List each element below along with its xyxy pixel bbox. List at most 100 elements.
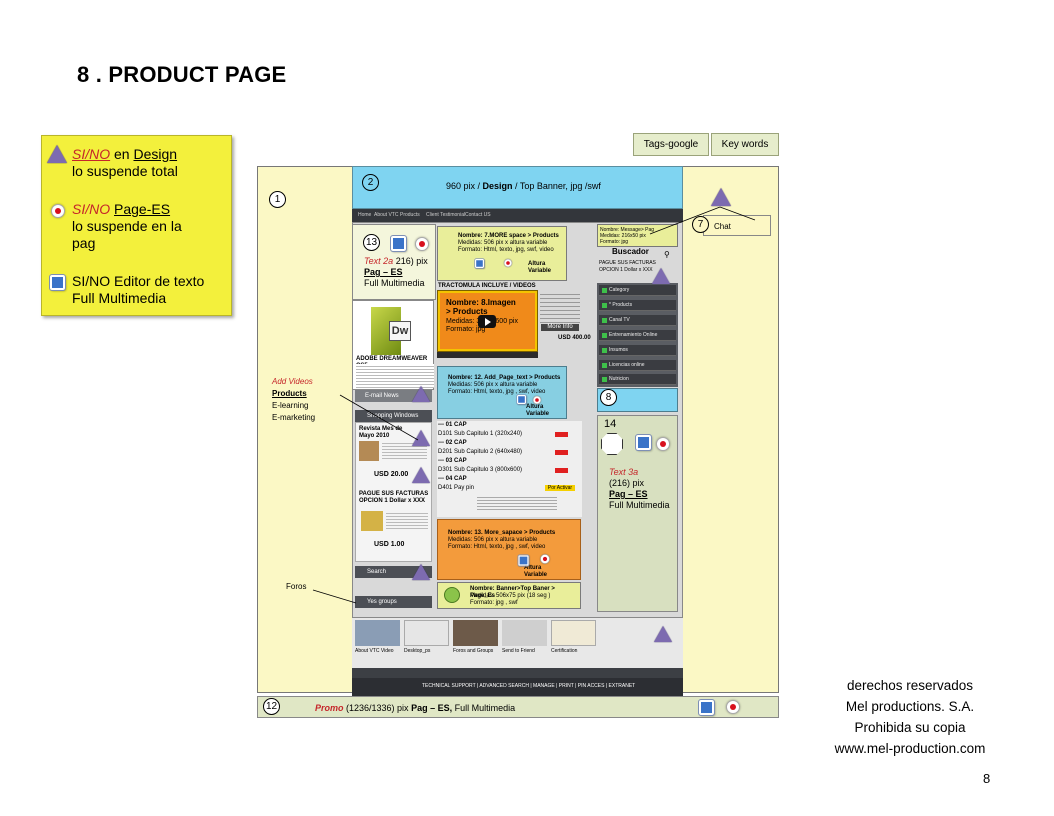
usd1-price: USD 1.00 bbox=[374, 541, 405, 548]
nav-products[interactable]: Products bbox=[400, 212, 420, 218]
add-videos-label: Add Videos bbox=[272, 377, 313, 386]
gallery-thumb-5[interactable] bbox=[551, 620, 596, 646]
chat-design-toggle-icon[interactable] bbox=[711, 188, 731, 206]
promo-text: Promo (1236/1336) pix Pag – ES, Full Mul… bbox=[315, 703, 516, 713]
cap2-badge[interactable] bbox=[555, 450, 568, 455]
cap1-badge[interactable] bbox=[555, 432, 568, 437]
text2a-editor-icon[interactable] bbox=[390, 235, 407, 252]
more-info-button[interactable]: More Info bbox=[541, 324, 579, 331]
gallery-thumb-2[interactable] bbox=[404, 620, 449, 646]
left-notes: Add Videos Products E-learning E-marketi… bbox=[272, 376, 315, 424]
por-activar-badge[interactable]: Por Activar bbox=[545, 485, 575, 491]
card7-editor-icon[interactable] bbox=[474, 258, 485, 269]
cap-04[interactable]: --- 04 CAP bbox=[438, 476, 467, 482]
cap-03[interactable]: --- 03 CAP bbox=[438, 458, 467, 464]
menu-entrenamiento[interactable]: Entrenamiento Online bbox=[599, 330, 676, 341]
menu-category[interactable]: Category bbox=[599, 285, 676, 296]
promo-editor-icon[interactable] bbox=[698, 699, 715, 716]
msg-size: Medidas: 216x50 pix bbox=[600, 233, 646, 239]
card12-editor-icon[interactable] bbox=[516, 394, 527, 405]
legend-design: SI/NO en Design lo suspende total bbox=[72, 146, 178, 179]
card13-record-icon[interactable] bbox=[540, 554, 550, 564]
footer-gallery: About VTC Video Desktop_ps Foros and Gro… bbox=[352, 618, 683, 668]
promo-record-icon[interactable] bbox=[726, 700, 740, 714]
marker-1: 1 bbox=[269, 191, 286, 208]
rights-line-4[interactable]: www.mel-production.com bbox=[834, 741, 986, 756]
gallery-thumb-1[interactable] bbox=[355, 620, 400, 646]
text3a-editor-icon[interactable] bbox=[635, 434, 652, 451]
menu-licencias[interactable]: Licencias online bbox=[599, 360, 676, 371]
promo-bar[interactable] bbox=[257, 696, 779, 718]
marker-12: 12 bbox=[263, 698, 280, 715]
gallery-label-2: Desktop_ps bbox=[404, 648, 431, 654]
design-toggle-icon[interactable] bbox=[47, 145, 67, 163]
marker-14: 14 bbox=[604, 418, 617, 430]
category-menu: Category * Products Canal TV Entrenamien… bbox=[597, 283, 678, 387]
menu-nutricion[interactable]: Nutricion bbox=[599, 374, 676, 385]
top-banner[interactable] bbox=[352, 166, 683, 209]
design-toggle-icon[interactable] bbox=[654, 626, 672, 642]
gallery-label-3: Foros and Groups bbox=[453, 648, 494, 654]
card12-format: Formato: Html, texto, jpg , swf, video bbox=[448, 389, 546, 395]
nav-about[interactable]: About VTC bbox=[374, 212, 399, 218]
cap3-badge[interactable] bbox=[555, 468, 568, 473]
nav-testimonial[interactable]: Client Testimonial bbox=[426, 212, 466, 218]
design-toggle-icon[interactable] bbox=[412, 430, 430, 446]
legend-panel: SI/NO en Design lo suspende total SI/NO … bbox=[41, 135, 232, 316]
page-es-record-icon[interactable] bbox=[51, 204, 65, 218]
gallery-label-1: About VTC Video bbox=[355, 648, 394, 654]
design-toggle-icon[interactable] bbox=[412, 564, 430, 580]
chat-box[interactable]: Chat bbox=[703, 215, 771, 236]
editor-square-icon[interactable] bbox=[49, 274, 66, 291]
card12-size: Medidas: 506 pix x altura variable bbox=[448, 382, 538, 388]
nav-contact[interactable]: Contact US bbox=[465, 212, 491, 218]
video-player[interactable]: Nombre: 8.Imagen > Products Medidas: 330… bbox=[437, 290, 538, 352]
buscador-label: Buscador bbox=[612, 247, 649, 256]
cap-line-1: D101 Sub Capitulo 1 (320x240) bbox=[438, 431, 523, 437]
text2a-record-icon[interactable] bbox=[415, 237, 429, 251]
shopping-bar[interactable]: Shopping Windows bbox=[355, 410, 432, 422]
usd400-price: USD 400.00 bbox=[558, 335, 591, 341]
card8-format: Formato: jpg bbox=[446, 326, 486, 333]
octagon-icon[interactable] bbox=[601, 433, 623, 455]
usd20-price: USD 20.00 bbox=[374, 471, 409, 478]
caps-list: --- 01 CAP D101 Sub Capitulo 1 (320x240)… bbox=[437, 421, 582, 517]
card-more-space[interactable]: Nombre: 7.MORE space > Products Medidas:… bbox=[437, 226, 567, 281]
video-controls[interactable] bbox=[437, 352, 538, 358]
message-card[interactable]: Nombre: Message> Pag Medidas: 216x50 pix… bbox=[597, 224, 678, 247]
play-button[interactable] bbox=[478, 315, 496, 328]
card12-record-icon[interactable] bbox=[532, 395, 542, 405]
design-toggle-icon[interactable] bbox=[652, 268, 670, 284]
nav-home[interactable]: Home bbox=[358, 212, 372, 218]
keywords-button[interactable]: Key words bbox=[711, 133, 779, 156]
cap-line-3: D301 Sub Capitulo 3 (800x600) bbox=[438, 467, 523, 473]
gallery-thumb-4[interactable] bbox=[502, 620, 547, 646]
buscador-search-icon[interactable]: ⚲ bbox=[664, 250, 670, 259]
card8-title: Nombre: 8.Imagen > Products bbox=[446, 298, 516, 316]
elearning-label: E-learning bbox=[272, 401, 309, 410]
card13-editor-icon[interactable] bbox=[517, 554, 530, 567]
cap-02[interactable]: --- 02 CAP bbox=[438, 440, 467, 446]
gallery-thumb-3[interactable] bbox=[453, 620, 498, 646]
legend-page-es: SI/NO Page-ES lo suspende en la pag bbox=[72, 201, 182, 251]
card-more-sapace[interactable]: Nombre: 13. More_sapace > Products Medid… bbox=[437, 519, 581, 580]
card-banner-top[interactable]: Nombre: Banner>Top Baner > Page_Es Medid… bbox=[437, 582, 581, 609]
card-add-page-text[interactable]: Nombre: 12. Add_Page_text > Products Med… bbox=[437, 366, 567, 419]
video-description bbox=[540, 291, 580, 326]
card7-record-icon[interactable] bbox=[503, 258, 513, 268]
text3a-record-icon[interactable] bbox=[656, 437, 670, 451]
rights-line-3: Prohibida su copia bbox=[854, 720, 966, 735]
adobe-product[interactable]: Dw ADOBE DREAMWEAVER CS5 bbox=[352, 300, 434, 390]
design-toggle-icon[interactable] bbox=[412, 467, 430, 483]
menu-products[interactable]: * Products bbox=[599, 300, 676, 311]
menu-insumos[interactable]: Insumos bbox=[599, 345, 676, 356]
footer-links[interactable]: TECHNICAL SUPPORT | ADVANCED SEARCH | MA… bbox=[422, 683, 636, 689]
yes-groups-bar[interactable]: Yes groups bbox=[355, 596, 432, 608]
menu-canal-tv[interactable]: Canal TV bbox=[599, 315, 676, 326]
emarketing-label: E-marketing bbox=[272, 413, 316, 422]
tags-google-button[interactable]: Tags-google bbox=[633, 133, 709, 156]
design-toggle-icon[interactable] bbox=[412, 386, 430, 402]
rights-line-1: derechos reservados bbox=[846, 678, 974, 693]
card12-title: Nombre: 12. Add_Page_text > Products bbox=[448, 375, 561, 381]
cap-01[interactable]: --- 01 CAP bbox=[438, 422, 467, 428]
